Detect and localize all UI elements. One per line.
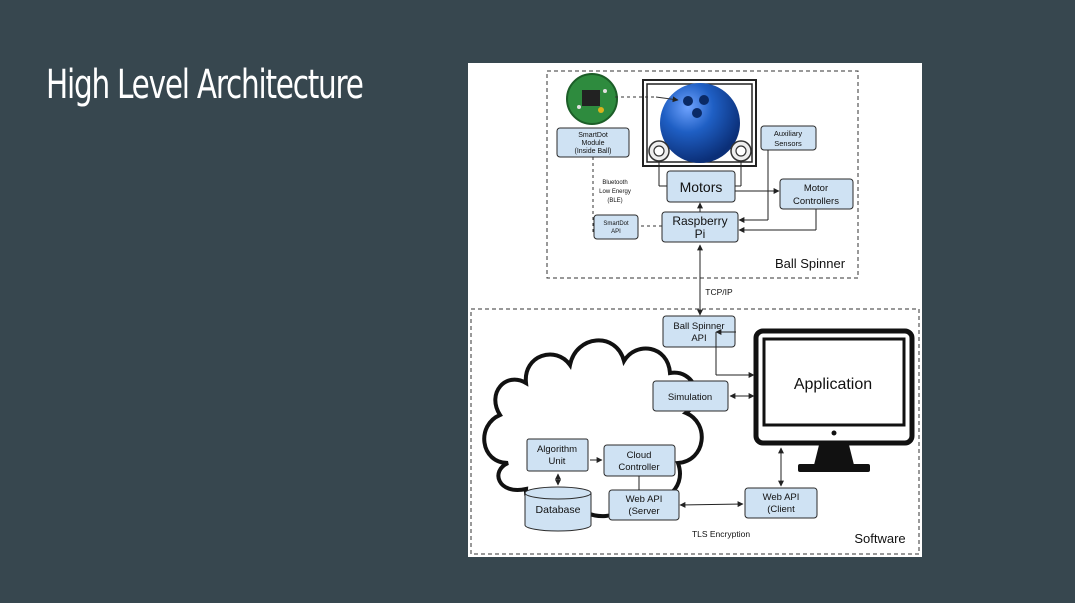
smartdot-module-box bbox=[556, 127, 630, 158]
simulation-box bbox=[652, 380, 729, 412]
ball-spinner-api-label-2: API bbox=[691, 333, 706, 344]
simulation-label: Simulation bbox=[668, 392, 712, 403]
software-region bbox=[470, 308, 920, 555]
smartdot-module-label-1: SmartDot bbox=[578, 132, 608, 139]
ble-label-1: Bluetooth bbox=[602, 180, 627, 186]
smartdot-api-label-2: API bbox=[611, 229, 621, 235]
web-api-client-label-2: (Client bbox=[767, 504, 795, 515]
cloud-controller-label-1: Cloud bbox=[627, 450, 652, 461]
ble-label-3: (BLE) bbox=[607, 198, 622, 204]
bowling-ball-icon bbox=[660, 83, 740, 163]
cloud-controller-label-2: Controller bbox=[618, 462, 659, 473]
software-label: Software bbox=[854, 531, 905, 546]
smartdot-module-label-2: Module bbox=[582, 140, 605, 147]
raspberry-pi-label-1: Raspberry bbox=[672, 214, 727, 228]
tcpip-label: TCP/IP bbox=[705, 287, 733, 297]
roller-left-icon bbox=[648, 140, 670, 162]
ball-spinner-api-label-1: Ball Spinner bbox=[673, 321, 724, 332]
motors-label: Motors bbox=[680, 179, 723, 195]
database-cylinder bbox=[524, 486, 592, 532]
web-api-client-label-1: Web API bbox=[763, 492, 800, 503]
hardware-connectors bbox=[658, 150, 817, 233]
algorithm-unit-label-1: Algorithm bbox=[537, 444, 577, 455]
web-api-server-box bbox=[608, 489, 680, 521]
auxiliary-sensors-label-1: Auxiliary bbox=[774, 129, 803, 138]
application-label: Application bbox=[794, 376, 872, 393]
algorithm-unit-label-2: Unit bbox=[549, 456, 566, 467]
motor-controllers-label-1: Motor bbox=[804, 183, 828, 194]
auxiliary-sensors-box bbox=[760, 125, 817, 151]
database-label: Database bbox=[536, 504, 581, 516]
slide-title: High Level Architecture bbox=[46, 62, 364, 108]
roller-right-icon bbox=[730, 140, 752, 162]
smartdot-api-box bbox=[593, 214, 639, 240]
raspberry-pi-label-2: Pi bbox=[695, 227, 706, 241]
architecture-diagram: Ball Spinner Software SmartDot Module bbox=[468, 63, 922, 557]
algorithm-unit-box bbox=[526, 438, 589, 472]
auxiliary-sensors-label-2: Sensors bbox=[774, 139, 802, 148]
motor-controllers-label-2: Controllers bbox=[793, 196, 839, 207]
smartdot-board-icon bbox=[566, 73, 618, 125]
web-api-server-label-1: Web API bbox=[626, 494, 663, 505]
tls-label: TLS Encryption bbox=[692, 529, 750, 539]
ble-link bbox=[592, 96, 679, 235]
software-connectors bbox=[555, 329, 784, 508]
ble-label-2: Low Energy bbox=[599, 189, 631, 195]
web-api-server-label-2: (Server bbox=[628, 506, 659, 517]
ball-spinner-label: Ball Spinner bbox=[775, 256, 846, 271]
smartdot-module-label-3: (Inside Ball) bbox=[575, 148, 612, 155]
smartdot-api-label-1: SmartDot bbox=[603, 221, 629, 227]
application-monitor-icon bbox=[753, 328, 915, 472]
web-api-client-box bbox=[744, 487, 818, 519]
